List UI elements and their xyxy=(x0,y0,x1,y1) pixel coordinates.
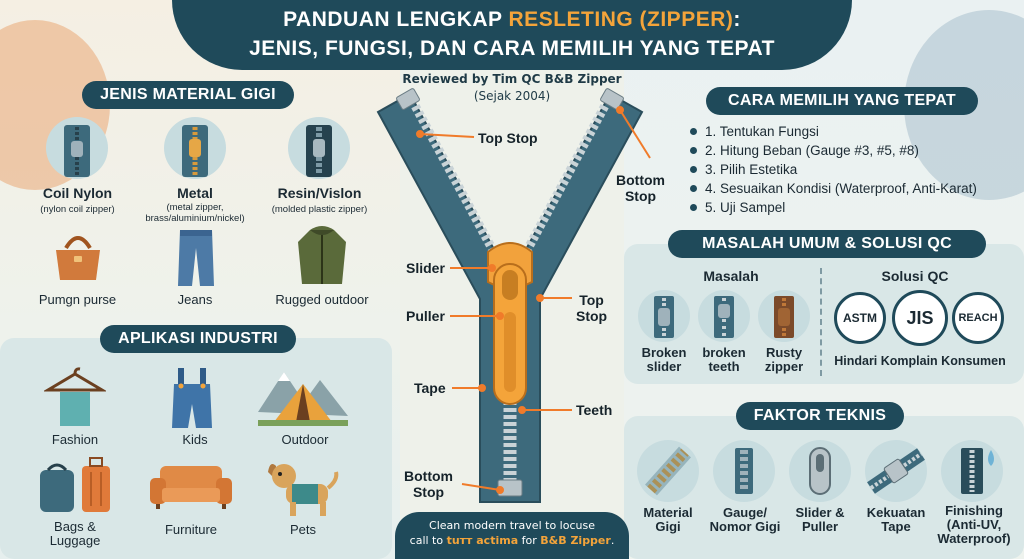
qc-problems-title: Masalah xyxy=(703,268,759,284)
label-bottom-stop-right: Bottom Stop xyxy=(616,172,665,204)
technical-label: Slider & Puller xyxy=(795,505,845,534)
material-sub-coil: (nylon coil zipper) xyxy=(40,204,115,215)
metal-zipper-icon xyxy=(164,117,226,179)
qc-note: Hindari Komplain Konsumen xyxy=(834,354,1006,368)
qc-solutions-title: Solusi QC xyxy=(881,268,949,284)
choose-step: 2. Hitung Beban (Gauge #3, #5, #8) xyxy=(690,141,977,160)
industry-pets-label: Pets xyxy=(289,522,316,537)
resin-zipper-icon xyxy=(288,117,350,179)
footer-banner: Clean modern travel to locuse call to tu… xyxy=(395,512,629,559)
industry-furniture-label: Furniture xyxy=(164,522,218,537)
standard-astm-badge: ASTM xyxy=(834,292,886,344)
finishing-icon xyxy=(941,440,1003,502)
choose-step: 5. Uji Sampel xyxy=(690,198,977,217)
technical-label: Material Gigi xyxy=(643,505,693,534)
choose-step: 3. Pilih Estetika xyxy=(690,160,977,179)
qc-divider xyxy=(820,268,822,376)
sofa-icon xyxy=(150,466,232,509)
material-heading: JENIS MATERIAL GIGI xyxy=(82,81,294,109)
reviewed-since: (Sejak 2004) xyxy=(473,89,551,103)
title-line-2: JENIS, FUNGSI, DAN CARA MEMILIH YANG TEP… xyxy=(249,37,775,60)
technical-label: Kekuatan Tape xyxy=(866,505,926,534)
zipper-diagram xyxy=(376,88,644,503)
industry-panel xyxy=(0,338,392,559)
tape-strength-icon xyxy=(865,440,927,502)
purse-icon xyxy=(56,236,100,280)
material-teeth-icon xyxy=(637,440,699,502)
tent-icon xyxy=(258,372,348,426)
rusty-zipper-icon xyxy=(758,290,810,342)
qc-problem-label: broken teeth xyxy=(702,345,746,374)
standard-reach-badge: REACH xyxy=(952,292,1004,344)
jacket-icon xyxy=(298,226,346,284)
luggage-icon xyxy=(40,457,110,512)
label-bottom-stop: Bottom Stop xyxy=(404,468,453,500)
material-sub-metal: (metal zipper, brass/aluminium/nickel) xyxy=(145,202,245,224)
technical-label: Gauge/ Nomor Gigi xyxy=(709,505,781,534)
choose-step: 1. Tentukan Fungsi xyxy=(690,122,977,141)
gauge-icon xyxy=(713,440,775,502)
industry-fashion-label: Fashion xyxy=(51,432,99,447)
industry-heading: APLIKASI INDUSTRI xyxy=(100,325,296,353)
overalls-icon xyxy=(172,368,212,428)
slider-puller-icon xyxy=(789,440,851,502)
coil-nylon-zipper-icon xyxy=(46,117,108,179)
qc-problem-label: Rusty zipper xyxy=(764,345,804,374)
label-top-stop: Top Stop xyxy=(478,130,538,146)
label-tape: Tape xyxy=(414,380,446,396)
broken-teeth-icon xyxy=(698,290,750,342)
material-name-coil: Coil Nylon xyxy=(42,185,113,201)
footer-line-1: Clean modern travel to locuse xyxy=(429,519,595,532)
material-name-resin: Resin/Vislon xyxy=(277,185,362,201)
standard-jis-badge: JIS xyxy=(892,290,948,346)
industry-bags-label: Bags & Luggage xyxy=(49,519,101,548)
qc-heading: MASALAH UMUM & SOLUSI QC xyxy=(668,230,986,258)
product-purse-label: Pumgn purse xyxy=(38,292,117,307)
product-jeans-label: Jeans xyxy=(177,292,213,307)
choose-step: 4. Sesuaikan Kondisi (Waterproof, Anti-K… xyxy=(690,179,977,198)
qc-problem-label: Broken slider xyxy=(641,345,687,374)
footer-line-2: call to tuтт actima for B&B Zipper. xyxy=(409,534,615,547)
title-line-1: PANDUAN LENGKAP RESLETING (ZIPPER): xyxy=(283,8,741,31)
industry-outdoor-label: Outdoor xyxy=(281,432,329,447)
material-sub-resin: (molded plastic zipper) xyxy=(271,204,368,215)
broken-slider-icon xyxy=(638,290,690,342)
label-top-stop-right: Top Stop xyxy=(576,292,608,324)
jeans-icon xyxy=(178,230,214,286)
label-puller: Puller xyxy=(406,308,445,324)
hanger-icon xyxy=(44,367,106,426)
dog-icon xyxy=(268,464,339,516)
technical-label: Finishing (Anti-UV, Waterproof) xyxy=(937,503,1011,546)
product-jacket-label: Rugged outdoor xyxy=(275,292,369,307)
industry-kids-label: Kids xyxy=(182,432,208,447)
title-banner xyxy=(172,0,852,70)
choose-heading: CARA MEMILIH YANG TEPAT xyxy=(706,87,978,115)
technical-heading: FAKTOR TEKNIS xyxy=(736,402,904,430)
label-teeth: Teeth xyxy=(576,402,613,418)
choose-steps-list: 1. Tentukan Fungsi 2. Hitung Beban (Gaug… xyxy=(690,122,977,217)
label-slider: Slider xyxy=(406,260,445,276)
material-name-metal: Metal xyxy=(177,185,213,201)
reviewed-by: Reviewed by Tim QC B&B Zipper xyxy=(402,72,622,86)
